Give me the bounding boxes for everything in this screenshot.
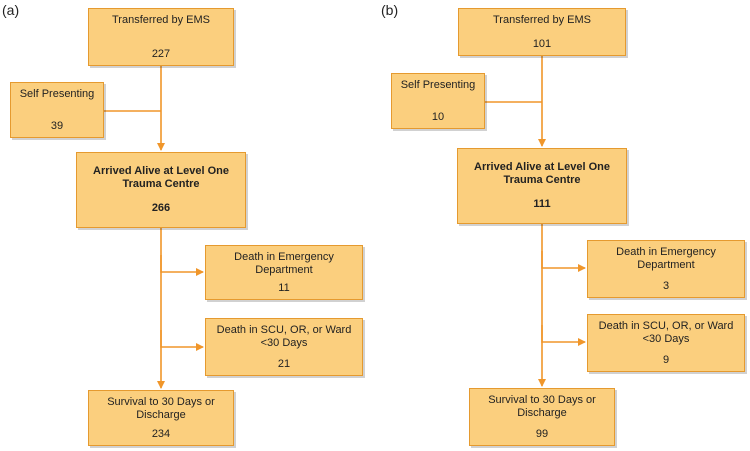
node-count: 266	[151, 202, 171, 214]
transferred-by-ems-box: Transferred by EMS 227	[88, 8, 234, 66]
node-count: 227	[151, 48, 171, 60]
arrived-alive-box: Arrived Alive at Level One Trauma Centre…	[76, 152, 246, 228]
flow-arrows	[485, 56, 586, 387]
arrived-alive-box: Arrived Alive at Level One Trauma Centre…	[457, 148, 627, 224]
node-title: Death in Emergency Department	[616, 246, 716, 271]
node-title: Death in SCU, OR, or Ward <30 Days	[598, 320, 734, 345]
node-count: 39	[50, 120, 64, 132]
node-title: Self Presenting	[400, 79, 476, 91]
death-ed-box: Death in Emergency Department 11	[205, 245, 363, 300]
node-count: 21	[277, 358, 291, 370]
node-count: 10	[431, 111, 445, 123]
transferred-by-ems-box: Transferred by EMS 101	[458, 8, 626, 56]
panel-b: (b) Transferred by EMS 101 Self Presenti…	[375, 0, 750, 451]
arrow-to-scu-death	[160, 330, 204, 351]
death-scu-box: Death in SCU, OR, or Ward <30 Days 21	[205, 318, 363, 376]
node-count: 234	[151, 428, 171, 440]
arrow-to-ed-death	[541, 251, 586, 272]
node-count: 111	[533, 198, 551, 210]
node-count: 99	[535, 428, 549, 440]
self-presenting-box: Self Presenting 10	[391, 73, 485, 129]
death-scu-box: Death in SCU, OR, or Ward <30 Days 9	[587, 314, 745, 372]
node-title: Transferred by EMS	[111, 14, 210, 26]
node-title: Self Presenting	[19, 88, 95, 100]
node-title: Arrived Alive at Level One Trauma Centre	[93, 165, 229, 190]
node-count: 3	[662, 280, 670, 292]
arrow-to-scu-death	[541, 325, 586, 346]
arrow-to-ed-death	[160, 255, 204, 276]
panel-label: (b)	[381, 2, 399, 18]
node-title: Arrived Alive at Level One Trauma Centre	[474, 161, 610, 186]
flow-arrows	[104, 66, 204, 389]
node-title: Transferred by EMS	[492, 14, 591, 26]
node-title: Survival to 30 Days or Discharge	[488, 394, 596, 419]
node-count: 9	[662, 354, 670, 366]
node-title: Death in SCU, OR, or Ward <30 Days	[216, 324, 352, 349]
panel-label: (a)	[2, 2, 20, 18]
death-ed-box: Death in Emergency Department 3	[587, 240, 745, 298]
self-presenting-box: Self Presenting 39	[10, 82, 104, 138]
panel-a: (a) Transferred by EMS 227 Self Presenti…	[2, 2, 363, 446]
node-title: Death in Emergency Department	[234, 251, 334, 276]
survival-box: Survival to 30 Days or Discharge 99	[469, 388, 615, 446]
node-count: 11	[278, 282, 290, 294]
node-title: Survival to 30 Days or Discharge	[107, 396, 215, 421]
survival-box: Survival to 30 Days or Discharge 234	[88, 390, 234, 446]
node-count: 101	[532, 38, 552, 50]
